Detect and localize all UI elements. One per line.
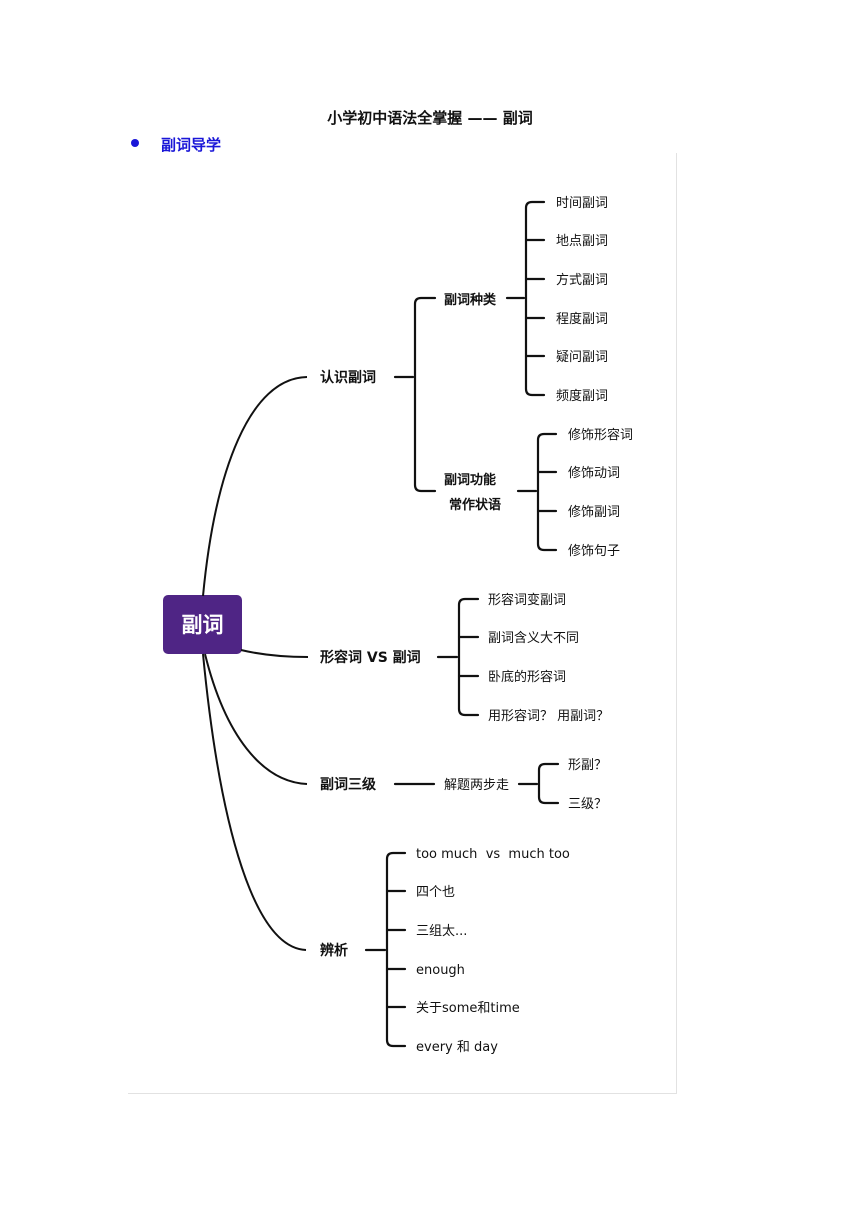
branch-bracket (413, 296, 437, 493)
subbranch-adverb-types[interactable]: 副词种类 时间副词 地点副词 方式副词 程度副词 疑问副词 频度副词 (444, 196, 608, 404)
leaf-four-alsos: 四个也 (416, 885, 455, 900)
subbranch-bracket (524, 200, 546, 397)
mindmap-root[interactable]: 副词 (163, 595, 242, 654)
leaf-adjective-or-adverb: 用形容词？ 用副词？ (488, 708, 609, 724)
leaf-ticks (457, 635, 480, 678)
branch-label: 认识副词 (320, 369, 376, 386)
leaf-ticks (524, 238, 546, 358)
branch-bracket (457, 597, 480, 717)
leaf-three-degrees: 三级？ (568, 797, 607, 812)
leaf-adjective-to-adverb: 形容词变副词 (488, 592, 566, 608)
subbranch-label-line2: 常作状语 (449, 497, 501, 513)
bullet-point (131, 139, 139, 147)
document-title: 小学初中语法全掌握 —— 副词 (327, 109, 533, 127)
root-node-box (163, 595, 242, 654)
leaf-modify-adjective: 修饰形容词 (568, 427, 633, 443)
leaf-undercover-adjectives: 卧底的形容词 (488, 669, 566, 685)
leaf-interrogative-adverb: 疑问副词 (556, 349, 608, 365)
subbranch-bracket (536, 432, 558, 552)
root-connectors (202, 376, 309, 951)
branch-adjective-vs-adverb[interactable]: 形容词 VS 副词 形容词变副词 副词含义大不同 卧底的形容词 用形容词？ 用副… (320, 592, 609, 724)
leaf-enough: enough (416, 963, 465, 978)
section-heading: 副词导学 (161, 136, 222, 154)
subbranch-label: 副词功能 (444, 472, 496, 488)
connector-branch-2 (240, 649, 309, 658)
subbranch-bracket (537, 762, 560, 805)
branch-label: 形容词 VS 副词 (320, 649, 421, 666)
leaf-modify-adverb: 修饰副词 (568, 505, 620, 520)
leaf-modify-verb: 修饰动词 (568, 466, 620, 481)
branch-adverb-degrees[interactable]: 副词三级 解题两步走 形副？ 三级？ (320, 758, 607, 812)
branch-bracket (385, 851, 407, 1048)
branch-label: 辨析 (320, 942, 348, 959)
branch-distinctions[interactable]: 辨析 too much vs much too 四个也 三组太... enoug… (320, 847, 570, 1055)
leaf-three-too-groups: 三组太... (416, 924, 467, 939)
leaf-adj-or-adv: 形副？ (568, 758, 607, 773)
leaf-ticks (536, 470, 558, 513)
leaf-some-and-time: 关于some和time (416, 1001, 520, 1016)
branch-recognize-adverbs[interactable]: 认识副词 副词种类 时间副词 地点副词 方式副词 程度副词 疑问副词 频度副词 … (320, 196, 633, 559)
leaf-ticks (385, 889, 407, 1009)
subbranch-adverb-functions[interactable]: 副词功能 常作状语 修饰形容词 修饰动词 修饰副词 修饰句子 (444, 427, 633, 559)
leaf-modify-sentence: 修饰句子 (568, 544, 620, 559)
leaf-frequency-adverb: 频度副词 (556, 388, 608, 404)
connector-branch-3 (204, 653, 308, 785)
leaf-time-adverb: 时间副词 (556, 196, 608, 211)
mindmap-frame (128, 153, 677, 1094)
leaf-adverb-meanings: 副词含义大不同 (488, 630, 579, 646)
subbranch-label: 副词种类 (444, 292, 497, 308)
leaf-degree-adverb: 程度副词 (556, 311, 608, 327)
connector-branch-1 (202, 376, 308, 597)
connector-branch-4 (202, 653, 307, 951)
leaf-manner-adverb: 方式副词 (556, 272, 608, 288)
branch-label: 副词三级 (320, 776, 377, 793)
leaf-every-and-day: every 和 day (416, 1040, 498, 1055)
subbranch-two-steps: 解题两步走 (444, 778, 509, 793)
leaf-place-adverb: 地点副词 (556, 234, 608, 249)
leaf-too-much-vs-much-too: too much vs much too (416, 847, 570, 862)
root-node-label: 副词 (182, 613, 224, 637)
